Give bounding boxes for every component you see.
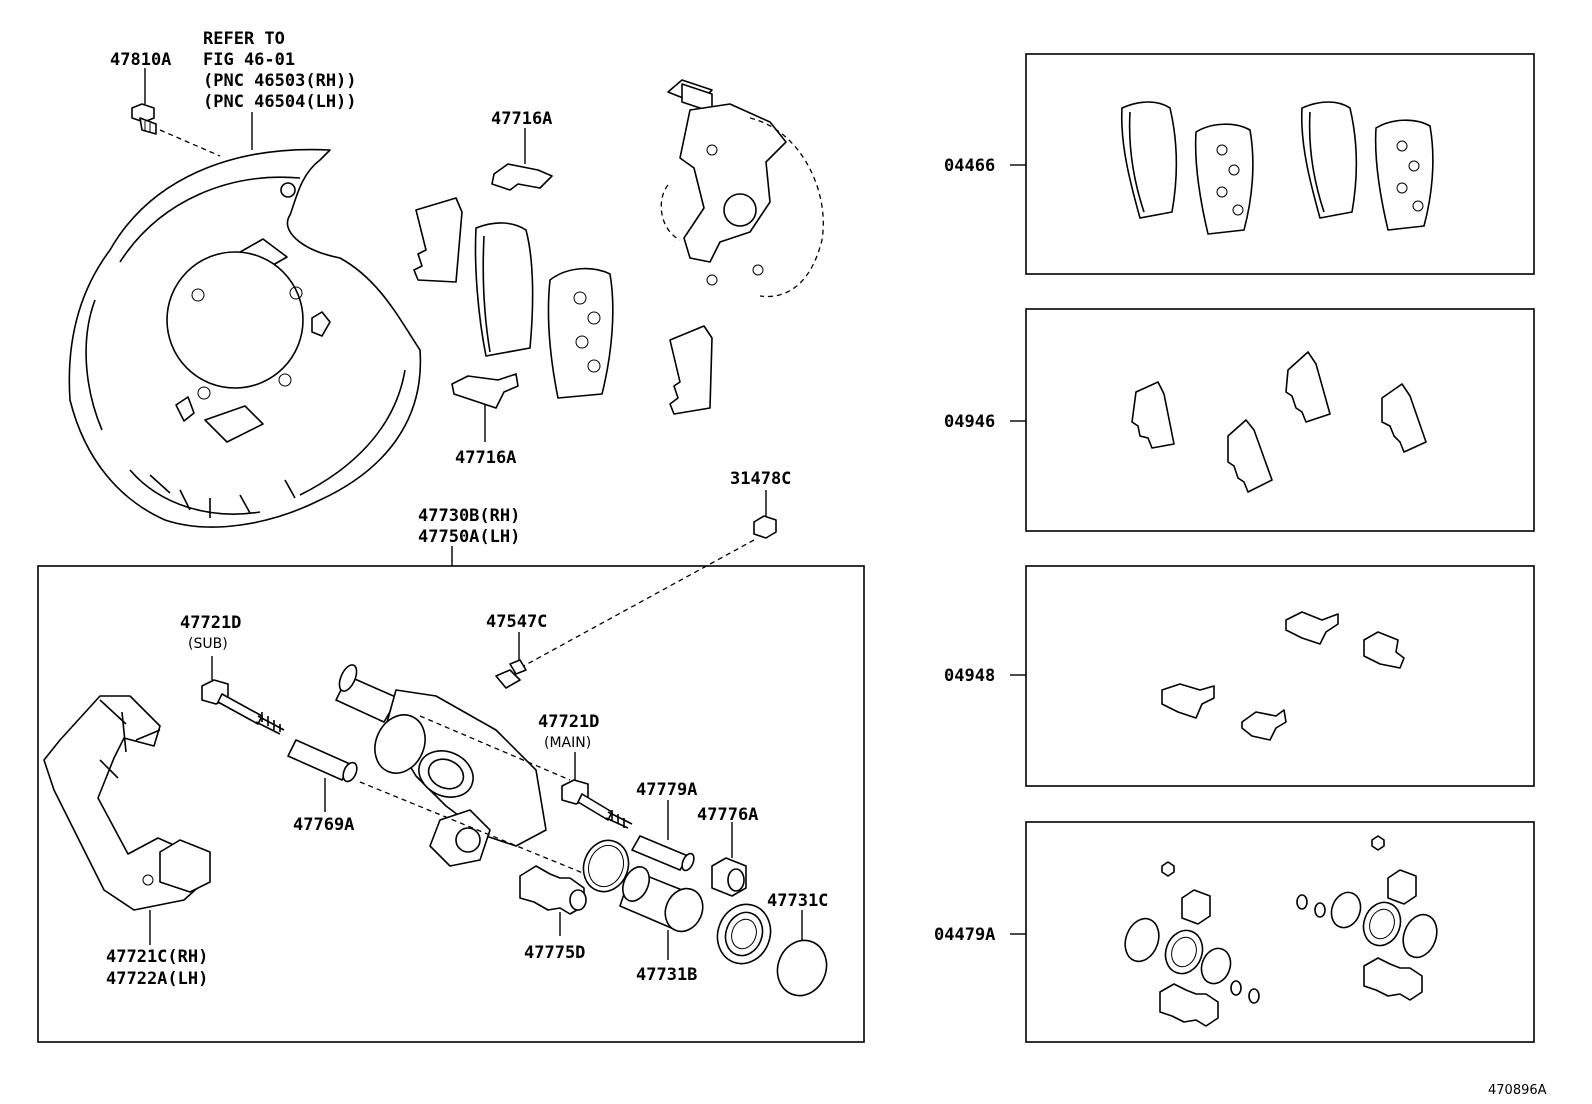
kit-04479A-seals bbox=[1124, 835, 1438, 1027]
piston-47731B bbox=[619, 866, 704, 933]
caliper-bracket-47721C bbox=[43, 695, 211, 911]
kit-label-04948: 04948 bbox=[944, 666, 995, 686]
kit-04946-shims bbox=[1131, 351, 1427, 493]
kit-box-04946 bbox=[1025, 308, 1535, 532]
label-47722A: 47722A(LH) bbox=[106, 969, 208, 989]
caliper-mount-top bbox=[660, 79, 824, 298]
label-47721D-sub: 47721D bbox=[180, 613, 241, 633]
kit-04466-pads bbox=[1120, 101, 1434, 235]
refer-note-line-3: (PNC 46503(RH)) bbox=[203, 71, 357, 91]
figure-id: 470896A bbox=[1488, 1083, 1547, 1098]
piston-seal bbox=[582, 839, 630, 893]
label-47730B: 47730B(RH) bbox=[418, 506, 520, 526]
kit-label-04466: 04466 bbox=[944, 156, 995, 176]
refer-note: REFER TO FIG 46-01 (PNC 46503(RH)) (PNC … bbox=[203, 29, 357, 112]
refer-note-line-2: FIG 46-01 bbox=[203, 50, 295, 70]
label-47716A-top: 47716A bbox=[491, 109, 552, 129]
label-47750A: 47750A(LH) bbox=[418, 527, 520, 547]
bleeder-plug-47547C bbox=[495, 659, 527, 689]
kit-label-04946: 04946 bbox=[944, 412, 995, 432]
label-47547C: 47547C bbox=[486, 612, 547, 632]
guide-bolt-main bbox=[561, 779, 633, 829]
refer-note-line-1: REFER TO bbox=[203, 29, 285, 49]
label-47721D-main: 47721D bbox=[538, 712, 599, 732]
guide-sleeve-47769A bbox=[287, 739, 358, 783]
caliper-assembly-box bbox=[37, 565, 865, 1043]
kit-box-04479A bbox=[1025, 821, 1535, 1043]
guide-sleeve-47779A bbox=[631, 835, 695, 872]
label-47810A: 47810A bbox=[110, 50, 171, 70]
label-47776A: 47776A bbox=[697, 805, 758, 825]
bleeder-cap-31478C bbox=[753, 515, 777, 539]
ring-47731C bbox=[776, 939, 828, 997]
kit-label-04479A: 04479A bbox=[934, 925, 995, 945]
label-47775D: 47775D bbox=[524, 943, 585, 963]
label-47731B: 47731B bbox=[636, 965, 697, 985]
label-47769A: 47769A bbox=[293, 815, 354, 835]
bolt-47810A bbox=[131, 103, 157, 135]
cylinder-boot bbox=[716, 903, 772, 965]
label-47721D-sub-note: (SUB) bbox=[188, 636, 228, 652]
label-47716A-bottom: 47716A bbox=[455, 448, 516, 468]
refer-note-line-4: (PNC 46504(LH)) bbox=[203, 92, 357, 112]
backing-plate-assembly bbox=[68, 68, 422, 528]
label-31478C: 31478C bbox=[730, 469, 791, 489]
kit-box-04948 bbox=[1025, 565, 1535, 787]
kit-04948-clips bbox=[1161, 611, 1405, 741]
guide-boot-47775D bbox=[519, 865, 587, 915]
guide-bolt-sub bbox=[201, 679, 285, 735]
label-47779A: 47779A bbox=[636, 780, 697, 800]
bushing-47776A bbox=[711, 857, 747, 897]
caliper-cylinder bbox=[335, 664, 547, 867]
pad-group-top bbox=[413, 163, 713, 415]
label-47721D-main-note: (MAIN) bbox=[544, 735, 591, 751]
kit-box-04466 bbox=[1025, 53, 1535, 275]
label-47721C: 47721C(RH) bbox=[106, 947, 208, 967]
label-47731C: 47731C bbox=[767, 891, 828, 911]
